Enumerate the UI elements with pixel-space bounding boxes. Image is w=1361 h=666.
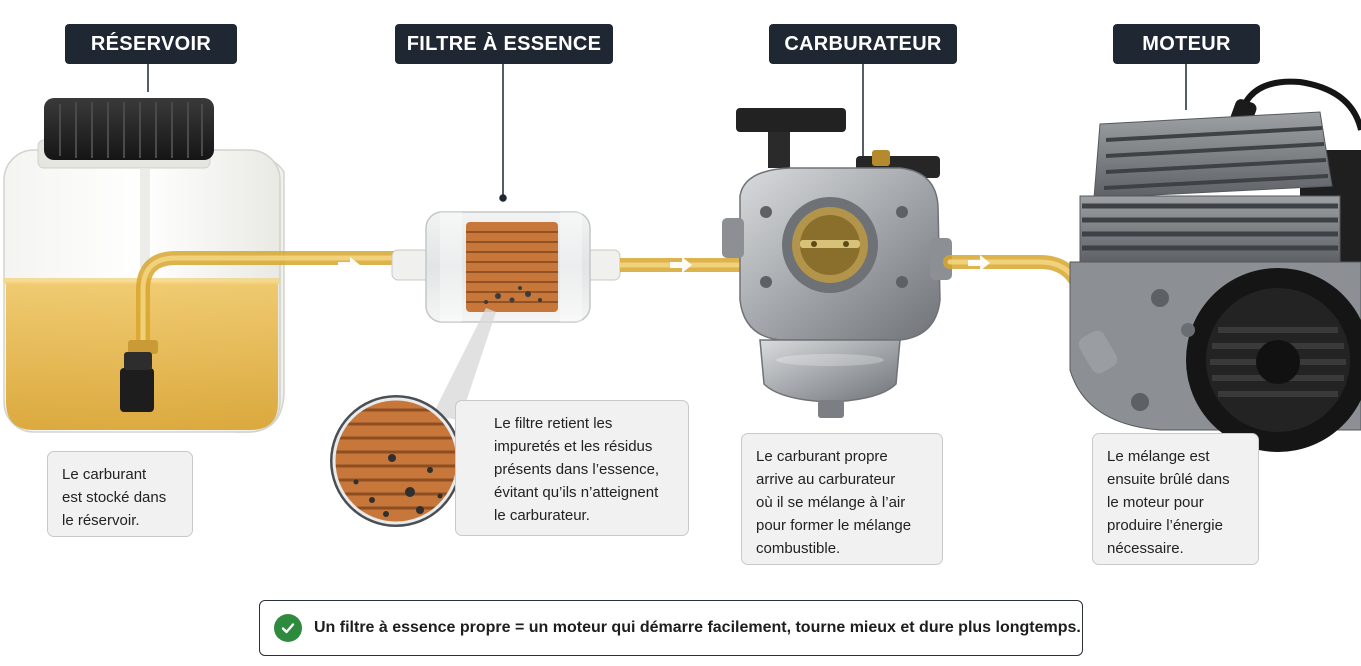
engine	[1069, 78, 1361, 452]
carburetor	[722, 108, 952, 418]
check-circle-icon	[274, 614, 302, 642]
fuel-tank	[3, 98, 407, 433]
note-fuel-filter: Le filtre retient les impuretés et les r…	[455, 400, 689, 536]
note-carburetor: Le carburant propre arrive au carburateu…	[741, 433, 943, 565]
flow-arrow-3	[968, 255, 990, 271]
label-reservoir: RÉSERVOIR	[65, 24, 237, 64]
label-leader-lines	[147, 64, 1187, 202]
footer-message: Un filtre à essence propre = un moteur q…	[314, 619, 1081, 636]
fuel-filter	[391, 211, 621, 323]
footer-banner: Un filtre à essence propre = un moteur q…	[259, 600, 1083, 656]
label-fuel-filter: FILTRE À ESSENCE	[395, 24, 613, 64]
flow-arrow-2	[670, 257, 692, 273]
label-carburetor: CARBURATEUR	[769, 24, 957, 64]
label-engine: MOTEUR	[1113, 24, 1260, 64]
flow-arrow-1	[338, 257, 360, 273]
note-engine: Le mélange est ensuite brûlé dans le mot…	[1092, 433, 1259, 565]
note-reservoir: Le carburant est stocké dans le réservoi…	[47, 451, 193, 537]
filter-zoom-callout	[330, 308, 496, 527]
